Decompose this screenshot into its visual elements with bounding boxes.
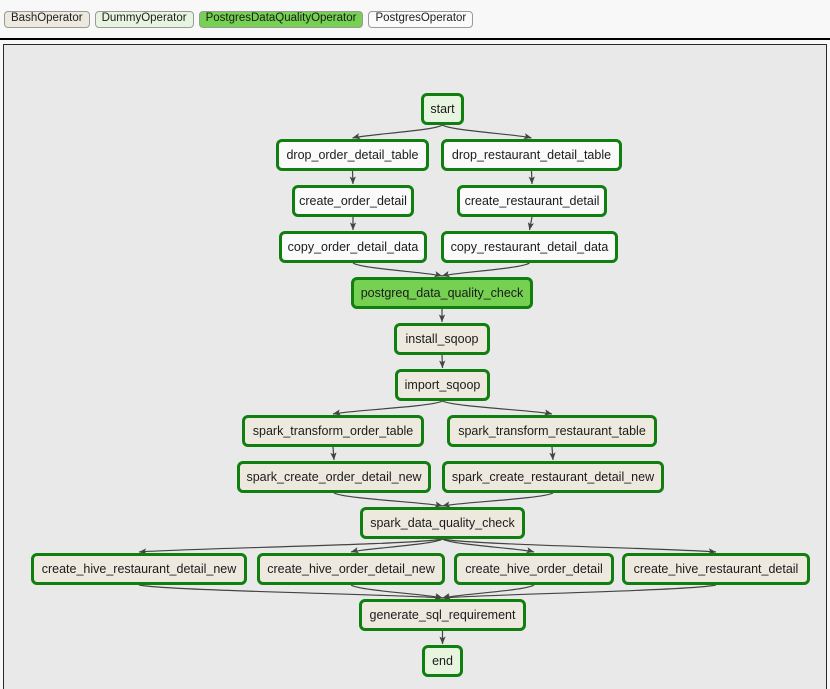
dag-edge-install_sqoop--import_sqoop [439,354,446,369]
dag-edge-import_sqoop--spark_transform_order_table [332,400,443,416]
dag-edge-start--drop_restaurant_detail_table [442,124,532,140]
dag-node-copy_restaurant_detail_data[interactable]: copy_restaurant_detail_data [441,231,618,263]
dag-node-end[interactable]: end [422,645,463,677]
edge-layer [138,124,717,645]
dag-edge-import_sqoop--spark_transform_restaurant_table [442,400,553,416]
dag-node-spark_data_quality_check[interactable]: spark_data_quality_check [360,507,525,539]
dag-edge-spark_data_quality_check--create_hive_restaurant_detail_new [138,538,443,555]
dag-edge-spark_transform_restaurant_table--spark_create_restaurant_detail_new [549,446,556,461]
dag-node-create_restaurant_detail[interactable]: create_restaurant_detail [457,185,607,217]
legend-pill-postgresoperator[interactable]: PostgresOperator [368,10,474,28]
dag-node-postgreq_data_quality_check[interactable]: postgreq_data_quality_check [351,277,533,309]
dag-node-create_hive_order_detail_new[interactable]: create_hive_order_detail_new [257,553,445,585]
dag-node-create_order_detail[interactable]: create_order_detail [292,185,414,217]
dag-node-import_sqoop[interactable]: import_sqoop [395,369,490,401]
dag-node-create_hive_restaurant_detail[interactable]: create_hive_restaurant_detail [622,553,810,585]
dag-edge-create_hive_restaurant_detail--generate_sql_requirement [442,584,717,601]
dag-edge-spark_transform_order_table--spark_create_order_detail_new [330,446,337,461]
dag-edge-copy_order_detail_data--postgreq_data_quality_check [352,262,443,278]
dag-node-drop_order_detail_table[interactable]: drop_order_detail_table [276,139,429,171]
dag-node-spark_create_restaurant_detail_new[interactable]: spark_create_restaurant_detail_new [442,461,664,493]
dag-node-create_hive_order_detail[interactable]: create_hive_order_detail [454,553,614,585]
dag-node-create_hive_restaurant_detail_new[interactable]: create_hive_restaurant_detail_new [31,553,247,585]
dag-edge-spark_create_restaurant_detail_new--spark_data_quality_check [442,492,554,508]
dag-graph-canvas[interactable]: start drop_order_detail_table drop_restaur… [3,44,827,689]
dag-node-drop_restaurant_detail_table[interactable]: drop_restaurant_detail_table [441,139,622,171]
dag-node-install_sqoop[interactable]: install_sqoop [394,323,490,355]
legend-pill-dummyoperator[interactable]: DummyOperator [94,10,194,28]
dag-edge-drop_restaurant_detail_table--create_restaurant_detail [528,170,535,185]
dag-edge-spark_data_quality_check--create_hive_restaurant_detail [442,538,717,555]
dag-edge-spark_data_quality_check--create_hive_order_detail [442,538,535,554]
dag-node-copy_order_detail_data[interactable]: copy_order_detail_data [279,231,427,263]
dag-edge-start--drop_order_detail_table [352,124,443,140]
dag-edge-create_hive_order_detail_new--generate_sql_requirement [350,584,443,600]
legend-pill-bashoperator[interactable]: BashOperator [4,10,90,28]
dag-node-spark_transform_order_table[interactable]: spark_transform_order_table [242,415,424,447]
dag-node-start[interactable]: start [421,93,464,125]
dag-edge-create_hive_restaurant_detail_new--generate_sql_requirement [138,584,443,601]
dag-edge-create_restaurant_detail--copy_restaurant_detail_data [527,216,534,231]
legend-pill-postgresdataqualityoperator[interactable]: PostgresDataQualityOperator [198,10,364,28]
dag-node-generate_sql_requirement[interactable]: generate_sql_requirement [359,599,526,631]
dag-edge-spark_create_order_detail_new--spark_data_quality_check [333,492,443,508]
dag-edge-copy_restaurant_detail_data--postgreq_data_quality_check [441,262,530,278]
dag-edge-spark_data_quality_check--create_hive_order_detail_new [350,538,443,554]
dag-node-spark_transform_restaurant_table[interactable]: spark_transform_restaurant_table [447,415,657,447]
edge-group [138,124,717,645]
dag-node-spark_create_order_detail_new[interactable]: spark_create_order_detail_new [237,461,431,493]
dag-edge-drop_order_detail_table--create_order_detail [349,170,356,185]
